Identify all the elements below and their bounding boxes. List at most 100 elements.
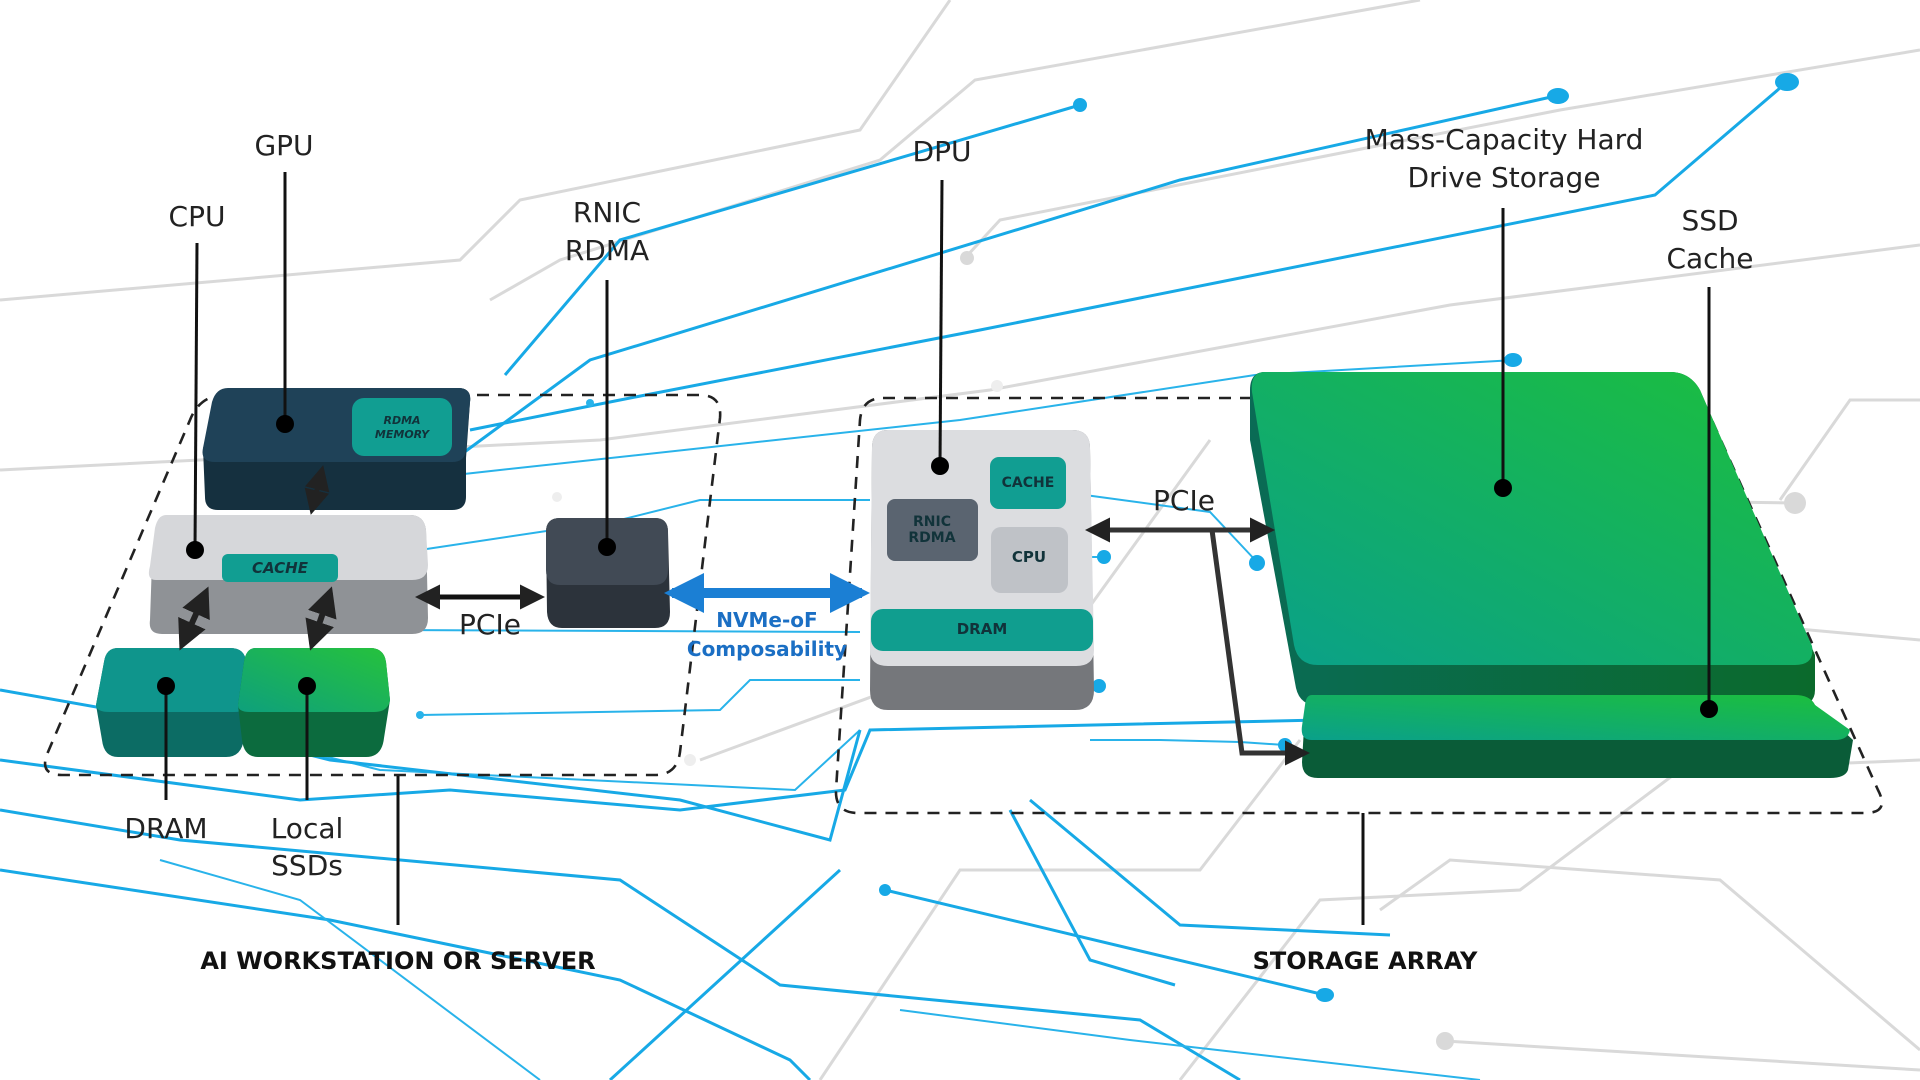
rnic-dot [598,538,616,556]
rdma-memory-label-1: RDMA [383,414,420,427]
circuit-node [879,884,891,896]
local-ssd-block[interactable] [238,648,390,757]
circuit-node [1316,988,1334,1002]
nvme-of-label: NVMe-oF [716,608,817,632]
ssd-cache-block[interactable] [1301,695,1853,778]
circuit-trace [899,1009,1481,1080]
circuit-node [1547,88,1569,104]
gpu-label: GPU [254,129,313,162]
circuit-node [586,399,594,407]
rdma-memory-label-2: MEMORY [375,428,430,441]
dpu-leader [938,179,944,467]
circuit-node [960,251,974,265]
circuit-trace [299,729,861,792]
circuit-node [1504,353,1522,367]
mass-storage-label-1: Mass-Capacity Hard [1365,123,1644,156]
circuit-trace [0,868,812,1080]
dpu-label: DPU [913,135,972,168]
circuit-trace [1029,798,1391,937]
circuit-trace [419,679,860,716]
storage-array-group-label: STORAGE ARRAY [1253,947,1478,975]
circuit-trace [159,859,541,1080]
cpu-label: CPU [169,200,226,233]
dram-label: DRAM [124,812,207,845]
callouts [157,172,1718,925]
circuit-node [1097,550,1111,564]
composability-label: Composability [687,637,847,661]
cpu-cache-label: CACHE [252,559,309,577]
circuit-trace [1778,398,1920,501]
dpu-cache-chip [990,457,1066,509]
circuit-trace [0,808,1241,1080]
pcie-right-label: PCIe [1153,484,1215,517]
circuit-trace [503,103,1081,376]
circuit-trace [884,888,1326,997]
circuit-node [1073,98,1087,112]
ssd-cache-label-1: SSD [1681,204,1738,237]
circuit-node [1775,73,1799,91]
circuit-trace [1008,809,1176,987]
dpu-rnic-label-2: RDMA [908,530,955,546]
local-ssd-dot [298,677,316,695]
cpu-ssd-arrow [305,586,337,651]
dpu-cpu-label: CPU [1012,548,1046,566]
dpu-rnic-label-1: RNIC [913,514,951,530]
pcie-left-label: PCIe [459,608,521,641]
dpu-rnic-chip [887,499,978,561]
circuit-trace [1090,739,1286,746]
local-ssd-label-2: SSDs [271,849,343,882]
circuit-node [1092,679,1106,693]
cpu-leader [193,242,199,551]
dpu-cache-label: CACHE [1002,475,1055,491]
circuit-trace [1178,758,1920,1080]
dram-dot [157,677,175,695]
cpu-dot [186,541,204,559]
gpu-dot [276,415,294,433]
circuit-node [552,492,562,502]
circuit-trace [409,359,1516,481]
circuit-node [1249,555,1265,571]
circuit-node [416,711,424,719]
circuit-trace [1444,1039,1920,1072]
circuit-trace [389,629,861,633]
rdma-memory-chip [352,398,452,456]
dpu-block[interactable]: CACHE RNIC RDMA CPU DRAM [870,430,1094,710]
pcie-ssd-arrow [1209,529,1310,766]
mass-storage-label-2: Drive Storage [1407,161,1600,194]
mass-capacity-storage-block[interactable] [1250,372,1815,706]
circuit-node [1278,738,1292,752]
workstation-boundary [43,393,722,777]
circuit-trace [1379,858,1920,1052]
cpu-cache-chip [222,554,338,582]
circuit-trace [439,93,1561,472]
dpu-cpu-chip [991,527,1068,593]
circuit-trace [0,0,952,302]
circuit-trace [0,718,1321,812]
circuit-trace [1084,494,1258,563]
circuit-trace [469,80,1788,432]
gpu-block[interactable]: RDMA MEMORY [202,388,471,510]
gpu-cpu-arrow [304,465,330,515]
cpu-dram-arrow [178,586,210,651]
workstation-group-label: AI WORKSTATION OR SERVER [200,947,595,975]
circuit-node [1784,492,1806,514]
ssd-cache-label-2: Cache [1666,242,1753,275]
dpu-dram-chip [871,609,1093,651]
circuit-trace [489,0,1421,302]
dpu-dot [931,457,949,475]
circuit-trace [608,868,842,1080]
dpu-dram-label: DRAM [957,620,1008,638]
circuit-trace [419,499,870,551]
rnic-label-1: RNIC [573,196,641,229]
mass-storage-dot [1494,479,1512,497]
dram-block[interactable] [96,648,250,757]
cpu-block[interactable]: CACHE [148,515,428,634]
circuit-node [991,380,1003,392]
ssd-cache-dot [1700,700,1718,718]
circuit-trace [818,739,1302,1080]
circuit-node [684,754,696,766]
circuit-node [1436,1032,1454,1050]
local-ssd-label-1: Local [271,812,344,845]
rnic-label-2: RDMA [565,234,649,267]
